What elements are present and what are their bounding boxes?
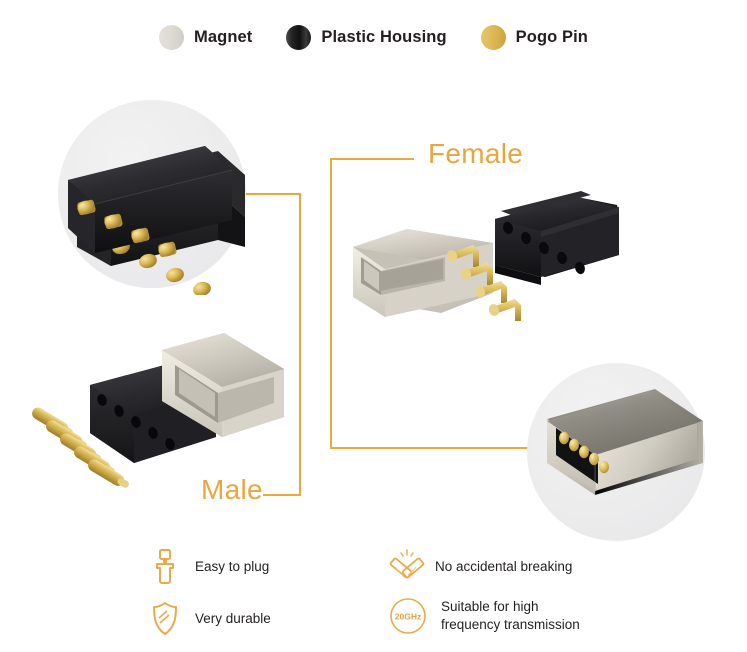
male-connector-assembly-detail <box>68 146 233 258</box>
legend: Magnet Plastic Housing Pogo Pin <box>0 20 747 54</box>
feature-no-accidental-breaking: No accidental breaking <box>388 548 572 586</box>
label-female: Female <box>428 138 524 169</box>
pogo-swatch-icon <box>480 24 506 50</box>
legend-item-pogo-pin: Pogo Pin <box>480 24 588 50</box>
feature-very-durable: Very durable <box>148 600 271 638</box>
label-male: Male <box>201 474 263 505</box>
frequency-icon: 20GHz <box>388 596 428 636</box>
legend-item-magnet: Magnet <box>159 24 253 50</box>
female-contact-pads <box>559 431 609 474</box>
legend-label-plastic-housing: Plastic Housing <box>321 27 447 46</box>
pogo-pin-group <box>77 199 177 258</box>
leader-line-female-v <box>330 158 332 449</box>
feature-easy-to-plug: Easy to plug <box>148 548 269 586</box>
leader-line-bottomright-h <box>330 447 530 449</box>
feature-high-frequency: 20GHz Suitable for high frequency transm… <box>388 596 580 636</box>
female-housing-holes <box>503 221 585 275</box>
legend-item-plastic-housing: Plastic Housing <box>286 24 447 50</box>
feature-label-very-durable: Very durable <box>195 611 271 627</box>
feature-label-no-accidental-breaking: No accidental breaking <box>435 559 573 575</box>
features-list: Easy to plug Very durable <box>140 538 640 648</box>
shield-icon <box>148 600 182 638</box>
right-angle-pins <box>446 245 521 321</box>
legend-label-pogo-pin: Pogo Pin <box>515 27 588 46</box>
feature-label-high-frequency: Suitable for high frequency transmission <box>441 599 580 632</box>
frequency-badge-text: 20GHz <box>395 612 421 622</box>
female-connector-assembly-detail <box>547 391 697 491</box>
leader-line-female-h <box>330 158 414 160</box>
break-resistant-icon <box>388 548 425 586</box>
plastic-swatch-icon <box>286 24 312 50</box>
leader-line-topleft-h <box>243 193 301 195</box>
loose-pogo-pins <box>32 407 129 488</box>
male-magnet-shell <box>162 333 284 437</box>
leader-line-topleft-v <box>299 193 301 496</box>
leader-line-male-h <box>263 494 301 496</box>
female-plastic-housing <box>495 191 619 285</box>
female-exploded-view <box>353 191 619 321</box>
plug-icon <box>148 548 182 586</box>
housing-holes <box>97 394 175 450</box>
female-magnet-shell <box>353 229 493 317</box>
male-exploded-view <box>32 333 284 488</box>
feature-label-easy-to-plug: Easy to plug <box>195 559 270 575</box>
magnet-swatch-icon <box>159 24 185 50</box>
legend-label-magnet: Magnet <box>194 27 253 46</box>
